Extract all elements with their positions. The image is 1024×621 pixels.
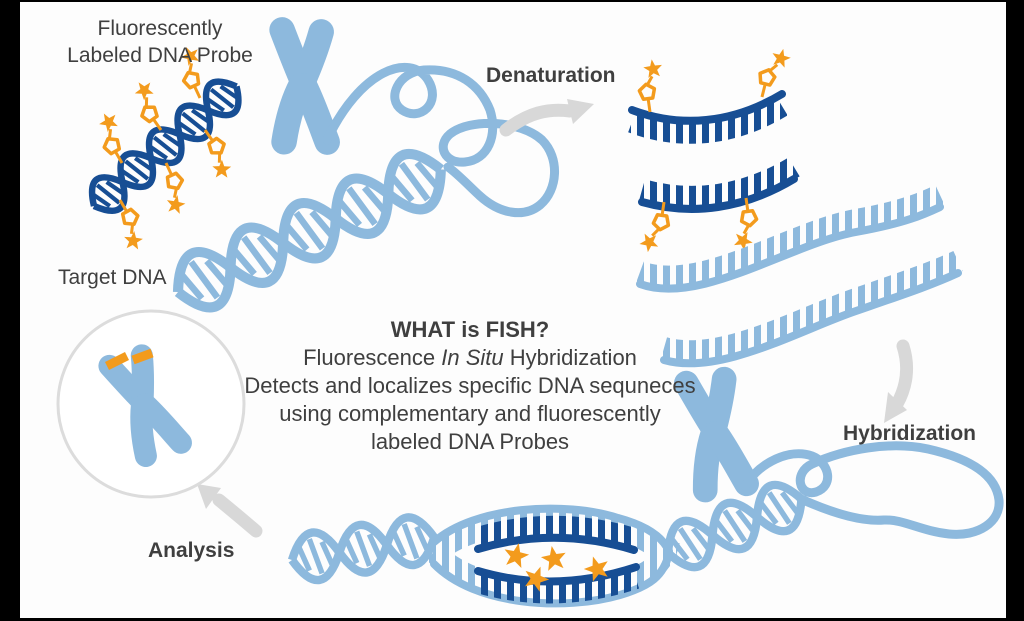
fish-description: WHAT is FISH? Fluorescence In Situ Hybri… [240,316,700,456]
frame-left-bar [0,0,20,621]
fish-title: WHAT is FISH? [390,317,550,342]
fish-subtitle: Fluorescence In Situ Hybridization [303,345,637,370]
step-hybridization-label: Hybridization [843,422,977,445]
analysis-arrow-icon [197,484,263,538]
denaturation-arrow-icon [499,99,594,137]
probe-label-line1: Fluorescently [97,17,223,40]
hybridized-dna-bubble-icon [288,477,810,608]
denatured-target-strand-icon [636,185,945,293]
analysis-circle [56,309,246,499]
denatured-probe-strand-icon [628,45,792,144]
chromosome-icon [276,30,333,144]
target-dna-helix-icon [166,143,453,318]
orange-band-icon [131,348,154,365]
denatured-probe-strand-icon [639,157,800,254]
chromatin-loops-icon [740,441,1004,539]
frame-right-bar [1006,0,1024,621]
target-dna-label: Target DNA [58,266,167,289]
chromatin-loops-icon [322,62,559,218]
step-analysis-label: Analysis [148,539,235,562]
probe-label-line2: Labeled DNA Probe [67,44,253,67]
fish-desc-line1: Detects and localizes specific DNA sequn… [244,373,696,398]
fluorescent-probe-helix-icon [82,43,248,254]
probe-bound-strand-icon [474,515,640,604]
denatured-target-strand-icon [660,251,963,368]
frame-bottom-bar [0,618,1024,621]
hybridization-arrow-icon [884,339,914,423]
fish-desc-line2: using complementary and fluorescently [279,401,661,426]
frame-top-bar [0,0,1024,2]
step-denaturation-label: Denaturation [486,64,616,87]
analysis-chromosome-icon [107,352,181,458]
fish-desc-line3: labeled DNA Probes [370,429,570,454]
probe-label: Fluorescently Labeled DNA Probe [40,15,280,69]
orange-band-icon [104,351,130,371]
